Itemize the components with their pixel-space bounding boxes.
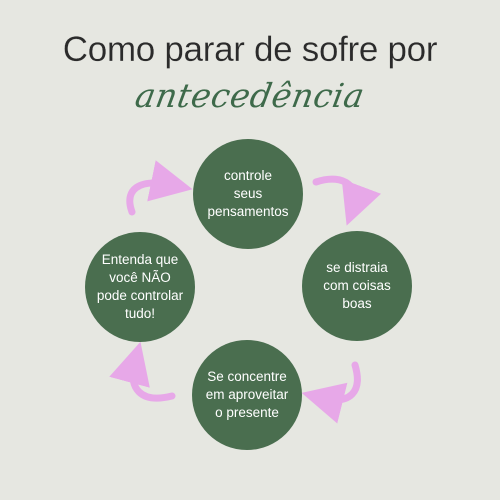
step-circle-top: controle seus pensamentos: [193, 139, 303, 249]
arrow-top-to-right: [312, 175, 382, 226]
arrow-right-to-bottom: [301, 361, 361, 424]
step-circle-left: Entenda que você NÃO pode controlar tudo…: [85, 232, 195, 342]
step-circle-right: se distraia com coisas boas: [302, 231, 412, 341]
arrow-bottom-to-left: [109, 341, 176, 402]
step-circle-bottom: Se concentre em aproveitar o presente: [192, 340, 302, 450]
page-title: Como parar de sofre por: [62, 30, 438, 69]
arrow-left-to-top: [126, 160, 193, 216]
